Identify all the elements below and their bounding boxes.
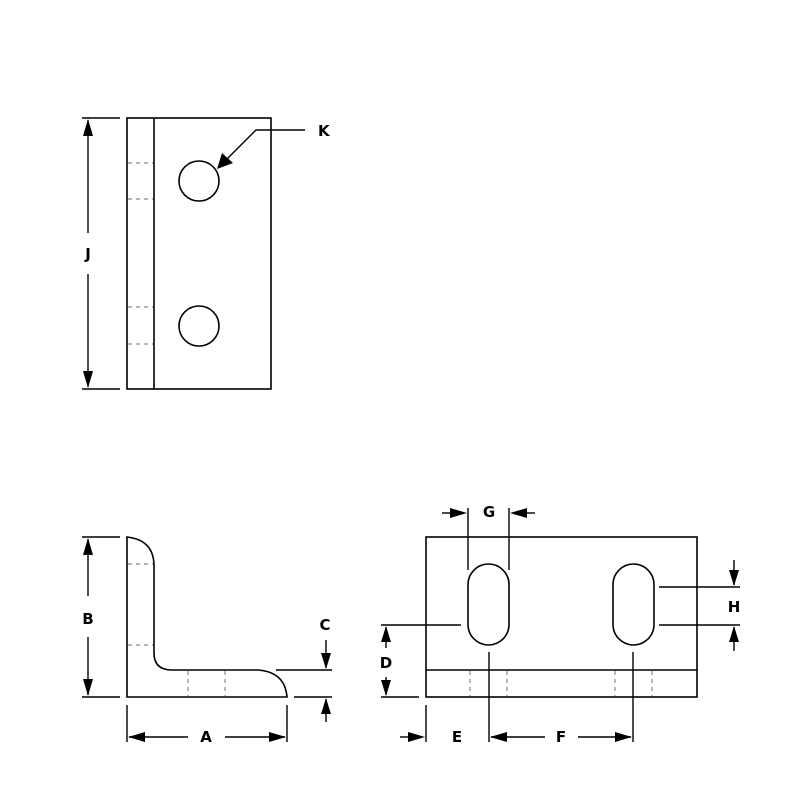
arrowhead-down-icon [729,570,739,586]
arrowhead-up-icon [729,626,739,642]
arrowhead-down-icon [83,371,93,388]
top-view: J K [82,117,331,390]
label-a: A [200,728,212,746]
label-j: J [84,245,91,263]
arrowhead-up-icon [83,538,93,555]
slot-left [467,563,510,646]
arrowhead-up-icon [321,698,331,714]
arrowhead-right-icon [269,732,286,742]
label-f: F [556,728,566,746]
arrowhead-up-icon [83,119,93,136]
arrowhead-left-icon [490,732,507,742]
round-hole-top [178,160,220,202]
side-view: B A C [82,536,332,746]
l-profile-outline [126,536,288,698]
label-g: G [483,503,495,521]
arrowhead-down-icon [381,680,391,696]
arrowhead-right-icon [615,732,632,742]
label-e: E [452,728,462,746]
arrowhead-left-icon [510,508,527,518]
arrowhead-right-icon [408,732,425,742]
label-h: H [728,598,741,616]
round-hole-bottom [178,305,220,347]
arrowhead-down-icon [321,653,331,669]
top-view-outline [126,117,272,390]
front-view: G H D E F [380,503,741,746]
label-k: K [318,122,331,140]
label-d: D [380,654,392,672]
arrowhead-leader-icon [217,153,233,169]
label-b: B [82,610,93,628]
arrowhead-left-icon [128,732,145,742]
slot-right [612,563,655,646]
label-c: C [319,616,330,634]
leader-line-k [223,129,305,163]
front-view-outline [425,536,698,698]
arrowhead-down-icon [83,679,93,696]
arrowhead-up-icon [381,626,391,642]
arrowhead-right-icon [450,508,467,518]
